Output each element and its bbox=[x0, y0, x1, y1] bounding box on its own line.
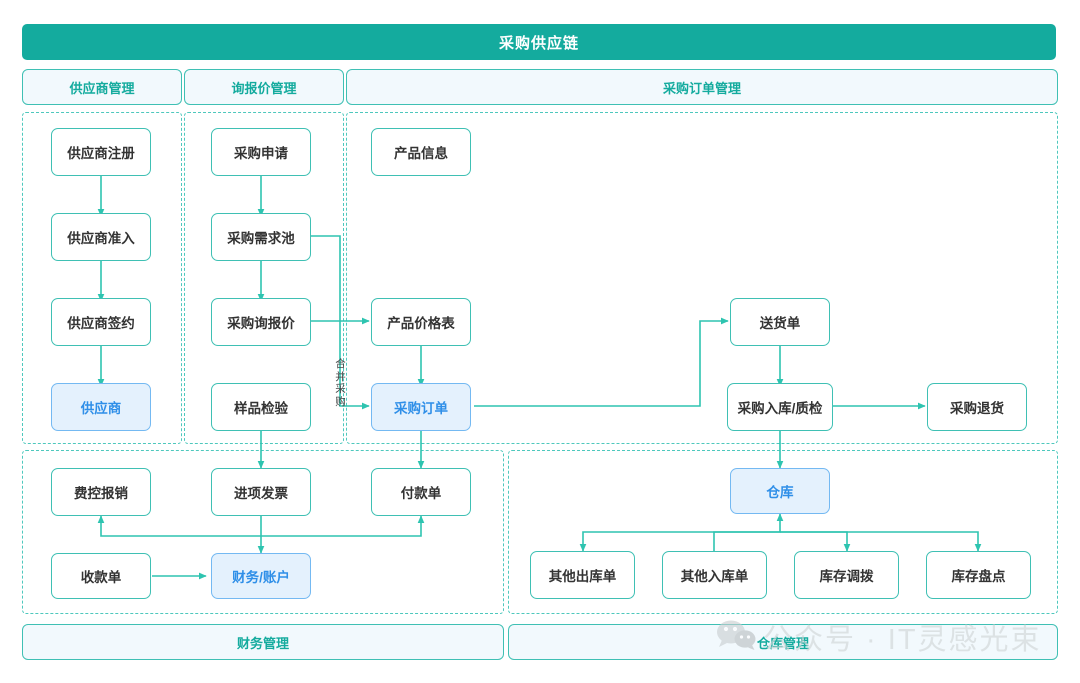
node-inventory-transfer[interactable]: 库存调拨 bbox=[794, 551, 899, 599]
node-other-inbound-order[interactable]: 其他入库单 bbox=[662, 551, 767, 599]
node-product-price-list[interactable]: 产品价格表 bbox=[371, 298, 471, 346]
node-product-information[interactable]: 产品信息 bbox=[371, 128, 471, 176]
node-purchase-inquiry-quotation[interactable]: 采购询报价 bbox=[211, 298, 311, 346]
node-finance-account[interactable]: 财务/账户 bbox=[211, 553, 311, 599]
node-input-invoice[interactable]: 进项发票 bbox=[211, 468, 311, 516]
node-supplier-registration[interactable]: 供应商注册 bbox=[51, 128, 151, 176]
node-receipt-voucher[interactable]: 收款单 bbox=[51, 553, 151, 599]
node-payment-voucher[interactable]: 付款单 bbox=[371, 468, 471, 516]
region-warehouse-management bbox=[508, 450, 1058, 614]
node-purchase-requisition[interactable]: 采购申请 bbox=[211, 128, 311, 176]
node-supplier-contract[interactable]: 供应商签约 bbox=[51, 298, 151, 346]
node-purchase-order[interactable]: 采购订单 bbox=[371, 383, 471, 431]
region-supplier-management bbox=[22, 112, 182, 444]
section-header-warehouse-management[interactable]: 仓库管理 bbox=[508, 624, 1058, 660]
node-warehouse[interactable]: 仓库 bbox=[730, 468, 830, 514]
page-title: 采购供应链 bbox=[22, 24, 1056, 60]
node-delivery-note[interactable]: 送货单 bbox=[730, 298, 830, 346]
edge-label-merge-purchase: 合 并 采 购 bbox=[335, 358, 346, 408]
section-header-purchase-order-management[interactable]: 采购订单管理 bbox=[346, 69, 1058, 105]
node-other-outbound-order[interactable]: 其他出库单 bbox=[530, 551, 635, 599]
section-header-supplier-management[interactable]: 供应商管理 bbox=[22, 69, 182, 105]
section-header-rfq-management[interactable]: 询报价管理 bbox=[184, 69, 344, 105]
section-header-finance-management[interactable]: 财务管理 bbox=[22, 624, 504, 660]
node-sample-inspection[interactable]: 样品检验 bbox=[211, 383, 311, 431]
node-supplier[interactable]: 供应商 bbox=[51, 383, 151, 431]
node-purchase-demand-pool[interactable]: 采购需求池 bbox=[211, 213, 311, 261]
node-inventory-stocktaking[interactable]: 库存盘点 bbox=[926, 551, 1031, 599]
region-finance-management bbox=[22, 450, 504, 614]
node-purchase-return[interactable]: 采购退货 bbox=[927, 383, 1027, 431]
node-purchase-receipt-inspection[interactable]: 采购入库/质检 bbox=[727, 383, 833, 431]
node-expense-reimbursement[interactable]: 费控报销 bbox=[51, 468, 151, 516]
node-supplier-admission[interactable]: 供应商准入 bbox=[51, 213, 151, 261]
